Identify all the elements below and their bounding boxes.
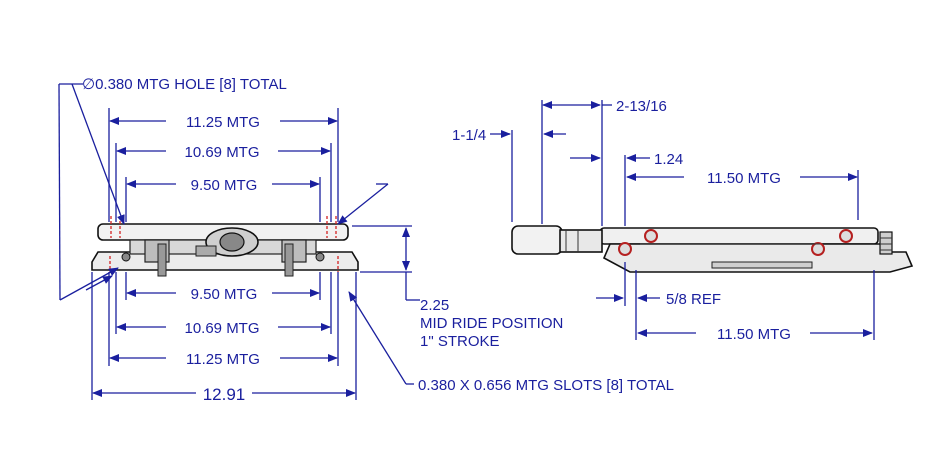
slot-note: 0.380 X 0.656 MTG SLOTS [8] TOTAL xyxy=(418,377,674,394)
height-stroke: 1" STROKE xyxy=(420,333,500,350)
side-top-11-50: 11.50 MTG xyxy=(707,170,781,187)
pivot-bolt-4 xyxy=(811,242,825,256)
side-view-dimensions: 2-13/16 1-1/4 1.24 11.50 MTG 5/8 REF 11.… xyxy=(452,98,875,343)
pivot-bolt-1 xyxy=(644,229,658,243)
front-view-part xyxy=(91,216,359,277)
dim-2-13-16: 2-13/16 xyxy=(616,98,667,115)
pivot-bolt-3 xyxy=(618,242,632,256)
dim-1-24: 1.24 xyxy=(654,151,683,168)
bottom-dim-9-50: 9.50 MTG xyxy=(191,286,258,303)
top-dim-11-25: 11.25 MTG xyxy=(186,114,260,131)
top-dim-9-50: 9.50 MTG xyxy=(191,177,258,194)
front-view-dimensions: 11.25 MTG 10.69 MTG 9.50 MTG ∅0.380 MTG … xyxy=(58,76,674,404)
dim-1-1-4: 1-1/4 xyxy=(452,127,486,144)
overall-width-12-91: 12.91 xyxy=(203,385,246,404)
height-dimension: 2.25 MID RIDE POSITION 1" STROKE xyxy=(352,225,563,350)
side-bottom-11-50: 11.50 MTG xyxy=(717,326,791,343)
shock-cap xyxy=(511,225,563,255)
dim-5-8-ref: 5/8 REF xyxy=(666,291,721,308)
side-top-rail xyxy=(599,227,879,245)
top-dim-10-69: 10.69 MTG xyxy=(184,144,259,161)
side-view-part xyxy=(511,225,914,273)
bottom-dim-10-69: 10.69 MTG xyxy=(184,320,259,337)
shock-body xyxy=(559,229,603,253)
hole-note: ∅0.380 MTG HOLE [8] TOTAL xyxy=(82,76,287,93)
height-value: 2.25 xyxy=(420,297,449,314)
pivot-bolt-2 xyxy=(839,229,853,243)
bottom-dim-11-25: 11.25 MTG xyxy=(186,351,260,368)
height-mid-ride: MID RIDE POSITION xyxy=(420,315,563,332)
